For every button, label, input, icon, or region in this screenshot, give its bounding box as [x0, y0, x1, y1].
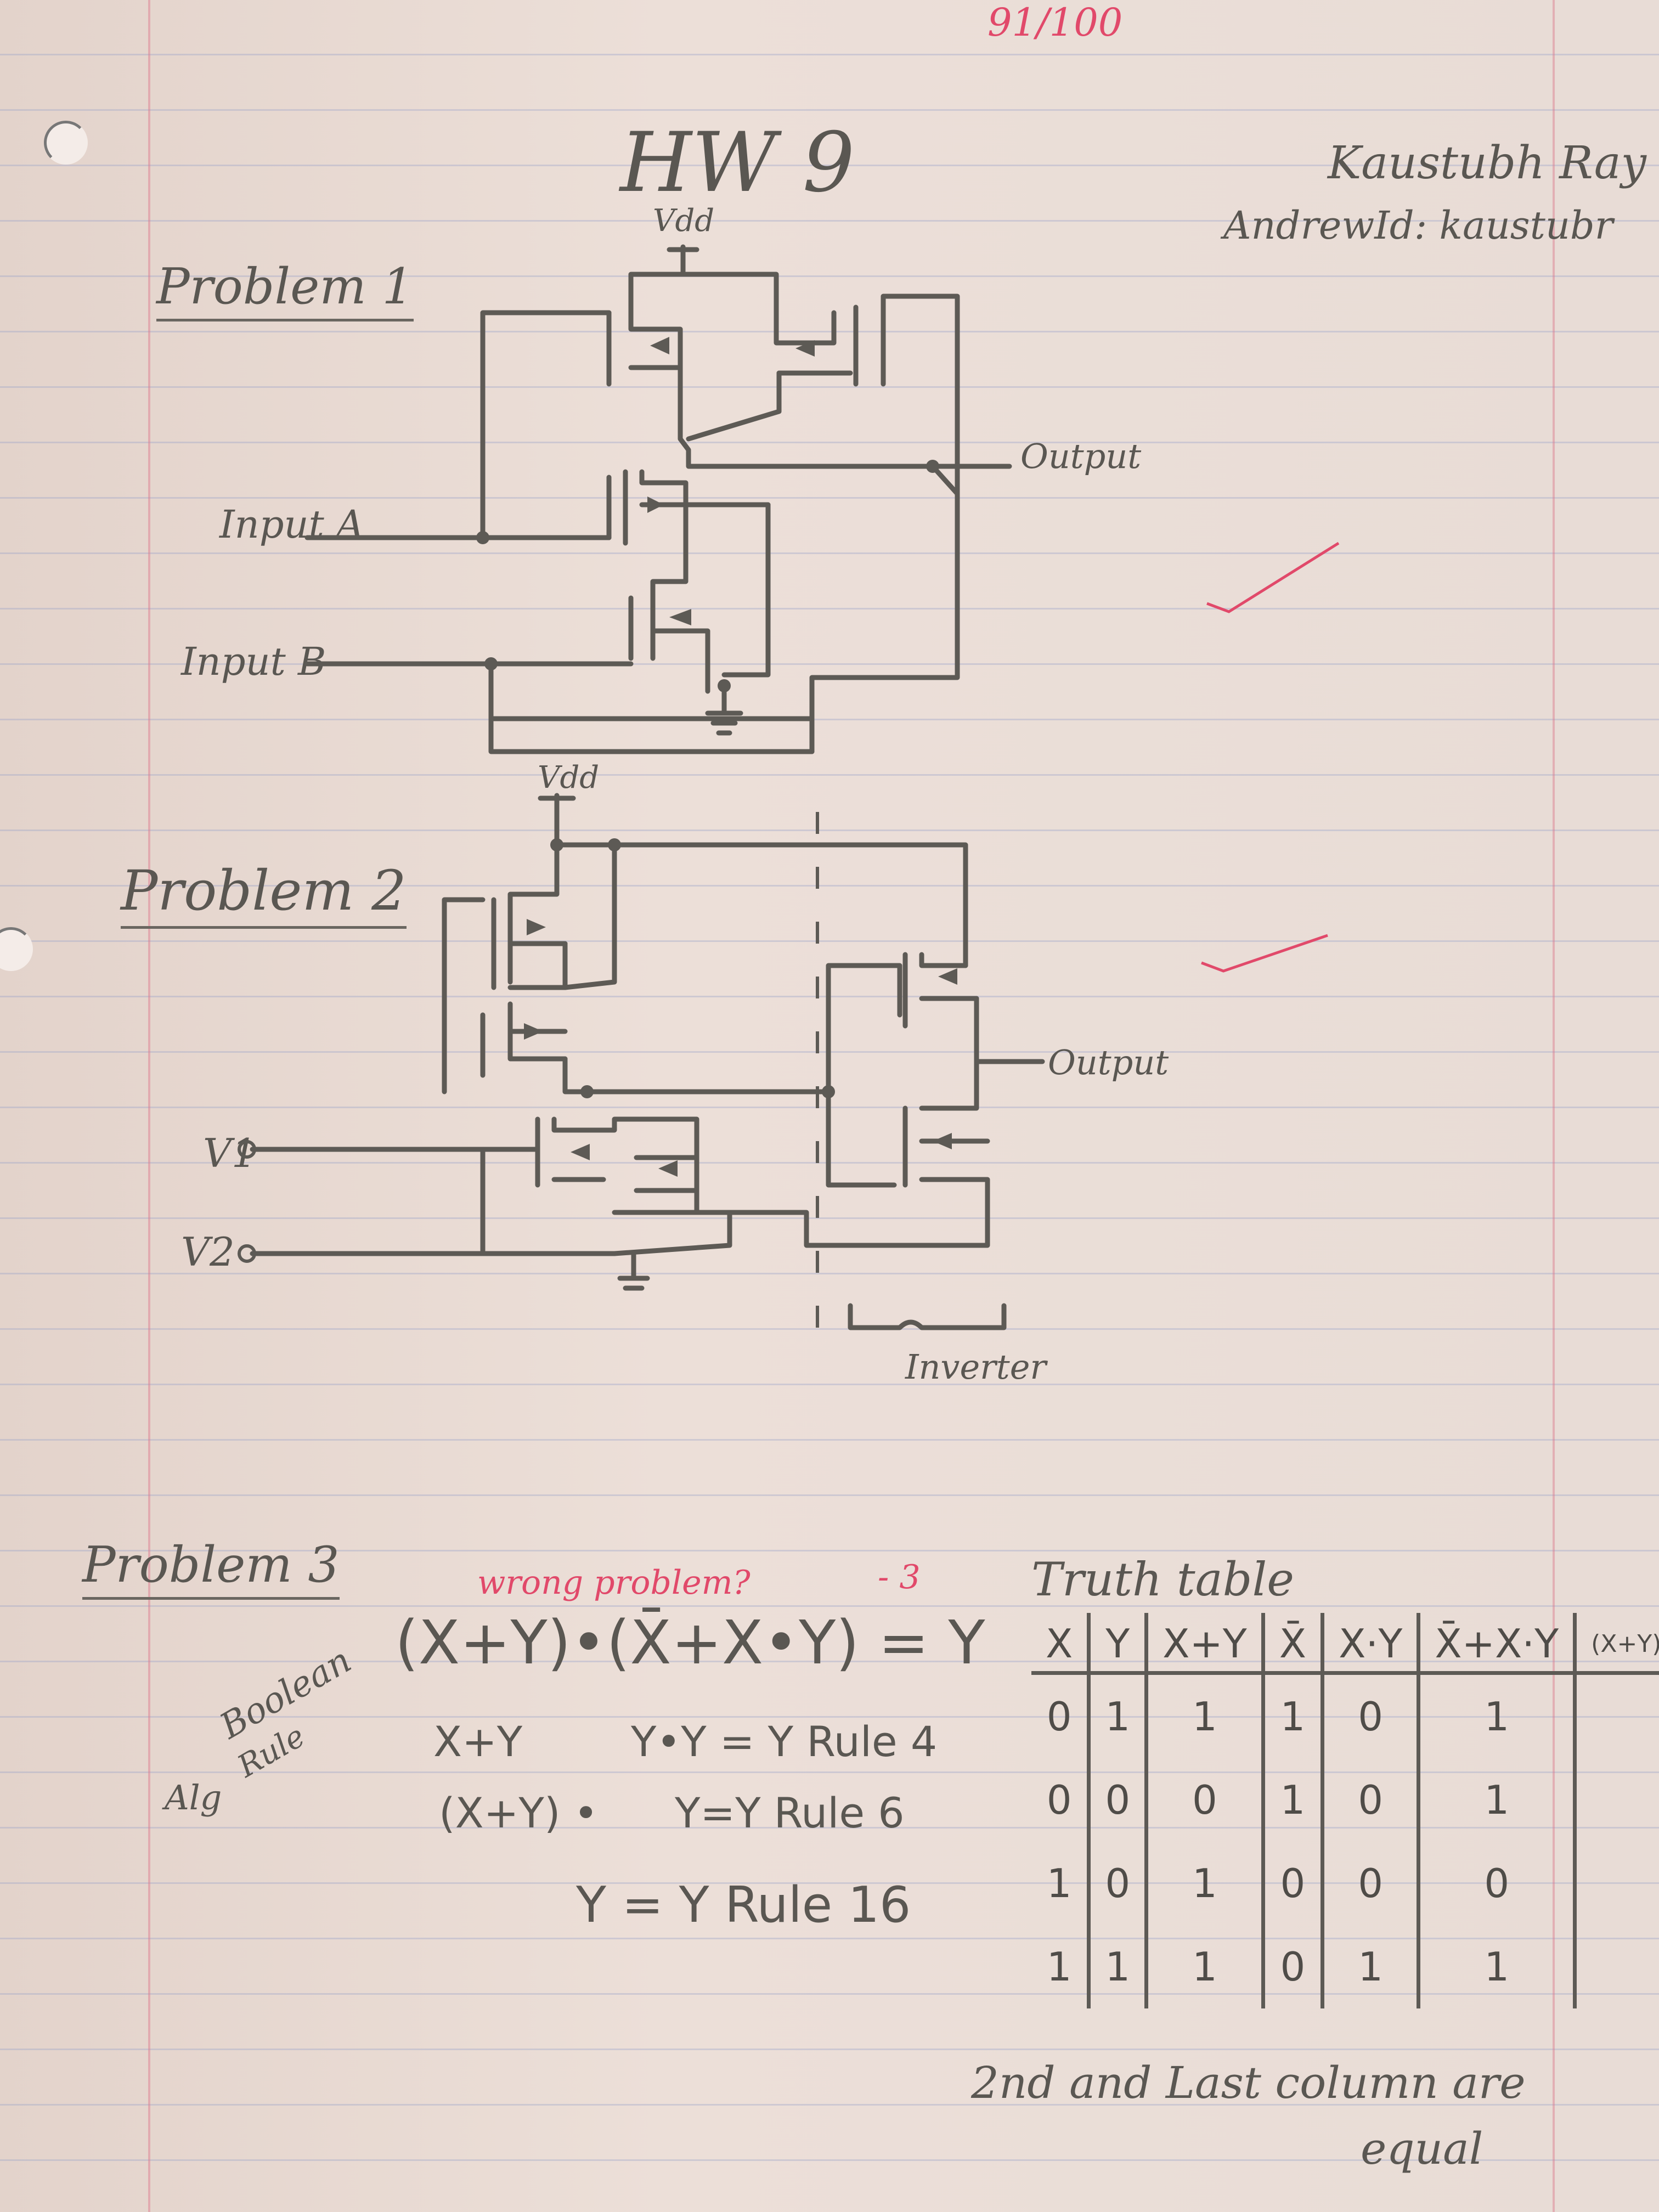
table-row: 1 1 1 0 1 1 [1031, 1925, 1659, 2008]
col-header: X̄ [1263, 1613, 1325, 1675]
problem1-input-b-label: Input B [181, 639, 326, 684]
step1-right: Y•Y = Y Rule 4 [631, 1717, 938, 1766]
step2-right: Y=Y Rule 6 [675, 1788, 905, 1837]
cell: 1 [1263, 1673, 1325, 1758]
cell: 0 [1418, 1842, 1577, 1925]
cell: 0 [1088, 1842, 1149, 1925]
margin-line-right [1553, 0, 1555, 2212]
problem2-vdd-label: Vdd [538, 760, 600, 795]
grader-deduction: - 3 [878, 1558, 921, 1596]
table-row: 0 1 1 1 0 1 [1031, 1673, 1659, 1759]
cell: 0 [1031, 1673, 1091, 1758]
inverter-label: Inverter [905, 1347, 1047, 1387]
col-header: X·Y [1322, 1613, 1421, 1675]
col-header: X+Y [1146, 1613, 1265, 1675]
cell [1575, 1673, 1659, 1759]
cell: 0 [1146, 1758, 1265, 1842]
truth-table-header: X Y X+Y X̄ X·Y X̄+X·Y (X+Y) [1031, 1613, 1659, 1675]
cell: 0 [1263, 1925, 1325, 2008]
grader-note: wrong problem? [477, 1564, 751, 1602]
cell: 1 [1031, 1925, 1091, 2008]
author-name: Kaustubh Ray [1328, 137, 1647, 189]
table-row: 0 0 0 1 0 1 [1031, 1758, 1659, 1842]
step2-left: (X+Y) • [439, 1788, 599, 1837]
cell: 1 [1031, 1842, 1091, 1925]
problem2-v1-label: V1 [203, 1130, 257, 1176]
cell: 0 [1088, 1758, 1149, 1842]
truth-table: X Y X+Y X̄ X·Y X̄+X·Y (X+Y) 0 1 1 1 0 1 … [1031, 1613, 1659, 2008]
cell: 1 [1088, 1925, 1149, 2008]
col-header: X̄+X·Y [1418, 1613, 1577, 1675]
grade: 91/100 [988, 0, 1123, 45]
cell: 0 [1031, 1758, 1091, 1842]
cell: 1 [1263, 1758, 1325, 1842]
cell: 0 [1263, 1842, 1325, 1925]
table-row: 1 0 1 0 0 0 [1031, 1842, 1659, 1925]
col-header: (X+Y) [1575, 1613, 1659, 1675]
truth-table-title: Truth table [1031, 1553, 1295, 1606]
conclusion-line2: equal [1361, 2123, 1483, 2174]
binder-hole [44, 121, 88, 165]
step1-left: X+Y [433, 1717, 523, 1766]
col-header: X [1031, 1613, 1091, 1675]
cell: 1 [1418, 1925, 1577, 2008]
problem2-output-label: Output [1048, 1042, 1169, 1082]
cell [1575, 1842, 1659, 1925]
problem2-v2-label: V2 [181, 1229, 235, 1275]
margin-line-left [148, 0, 150, 2212]
cell: 1 [1418, 1673, 1577, 1758]
cell: 0 [1322, 1758, 1421, 1842]
problem3-heading: Problem 3 [82, 1536, 340, 1600]
cell: 0 [1322, 1842, 1421, 1925]
conclusion-line1: 2nd and Last column are [971, 2057, 1526, 2108]
problem1-vdd-label: Vdd [653, 203, 715, 239]
cell: 0 [1322, 1673, 1421, 1758]
cell: 1 [1146, 1673, 1265, 1758]
side-label-alg: Alg [165, 1778, 222, 1818]
andrew-id: AndrewId: kaustubr [1223, 203, 1613, 248]
cell: 1 [1146, 1925, 1265, 2008]
page-title: HW 9 [620, 115, 855, 211]
boolean-equation: (X+Y)•(X̄+X•Y) = Y [395, 1607, 985, 1678]
problem2-heading: Problem 2 [121, 859, 407, 929]
cell: 1 [1088, 1673, 1149, 1758]
step3-right: Y = Y Rule 16 [576, 1876, 911, 1934]
problem1-heading: Problem 1 [156, 258, 414, 321]
cell [1575, 1758, 1659, 1842]
col-header: Y [1088, 1613, 1149, 1675]
cell: 1 [1322, 1925, 1421, 2008]
cell [1575, 1925, 1659, 2008]
cell: 1 [1146, 1842, 1265, 1925]
cell: 1 [1418, 1758, 1577, 1842]
problem1-output-label: Output [1020, 436, 1142, 476]
